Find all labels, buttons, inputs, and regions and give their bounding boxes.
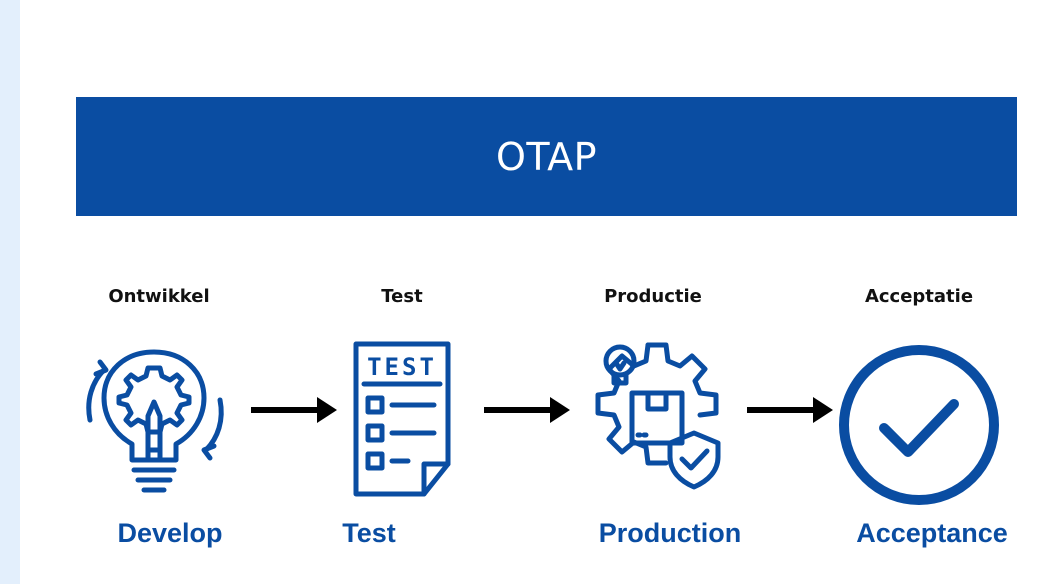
arrow-step-3-to-4 — [747, 397, 833, 423]
step-3-dutch-label: Productie — [604, 286, 702, 307]
lightbulb-gear-pencil-icon — [86, 349, 224, 493]
test-icon-label: TEST — [367, 353, 437, 381]
step-1-english-label: Develop — [117, 518, 223, 548]
test-checklist-document-icon: TEST — [353, 341, 451, 497]
production-gear-box-shield-icon — [595, 342, 721, 490]
step-1-dutch-label: Ontwikkel — [108, 286, 210, 307]
step-4-english-label: Acceptance — [856, 518, 1008, 548]
page-title: OTAP — [495, 134, 598, 179]
arrow-step-2-to-3 — [484, 397, 570, 423]
step-4-dutch-label: Acceptatie — [864, 286, 974, 307]
check-circle-icon — [839, 345, 999, 505]
arrow-step-1-to-2 — [251, 397, 337, 423]
title-banner: OTAP — [76, 97, 1017, 216]
step-2-dutch-label: Test — [381, 286, 423, 307]
step-3-english-label: Production — [598, 518, 742, 548]
diagram-canvas: OTAP Ontwikkel Test Productie Acceptatie — [20, 0, 1060, 584]
step-2-english-label: Test — [342, 518, 396, 548]
